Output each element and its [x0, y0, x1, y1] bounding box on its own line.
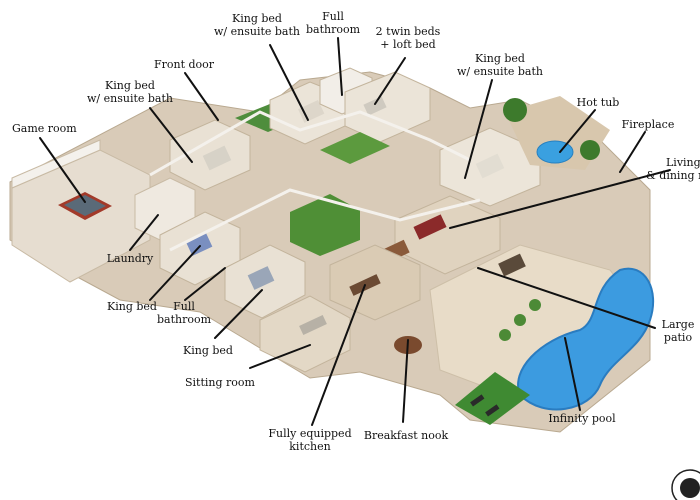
- sofa: [299, 314, 327, 336]
- bed-3: [475, 153, 505, 179]
- palm-2: [580, 140, 600, 160]
- label-king-bed-5: King bed: [183, 344, 233, 357]
- label-game-room: Game room: [12, 122, 77, 135]
- shrub-3: [529, 299, 541, 311]
- leader-game-room: [39, 137, 86, 203]
- leader-full-bath-top: [337, 37, 343, 96]
- leader-full-bath-bottom: [184, 267, 226, 301]
- label-infinity-pool: Infinity pool: [548, 412, 616, 425]
- bed-4: [185, 232, 213, 256]
- label-front-door: Front door: [153, 58, 215, 71]
- leader-laundry: [129, 214, 159, 251]
- label-laundry: Laundry: [106, 252, 154, 265]
- label-hot-tub: Hot tub: [576, 96, 620, 109]
- shrub-2: [499, 329, 511, 341]
- lounger-1: [470, 394, 485, 407]
- leader-king-bed-2: [269, 44, 309, 121]
- living-sofa: [413, 214, 447, 240]
- lawn: [455, 372, 530, 425]
- leader-living: [449, 169, 671, 229]
- bed-1: [202, 145, 232, 171]
- shrub-1: [514, 314, 526, 326]
- game-room-wall: [11, 139, 101, 189]
- leader-infinity-pool: [564, 337, 581, 411]
- leader-king-bed-5: [214, 289, 263, 339]
- leader-king-bed-4: [149, 245, 201, 301]
- house-floorplan: [9, 67, 655, 433]
- interior-walls: [149, 110, 471, 177]
- courtyard-1: [320, 132, 390, 164]
- label-sitting-room: Sitting room: [185, 376, 255, 389]
- label-twin-beds: 2 twin beds+ loft bed: [375, 25, 441, 51]
- label-living: Living& dining ro: [646, 156, 700, 182]
- bed-5: [247, 266, 275, 290]
- bed-2: [298, 100, 325, 123]
- patio-table: [498, 253, 526, 277]
- game-table-top: [64, 195, 106, 216]
- leader-breakfast-nook: [402, 339, 409, 423]
- leader-twin-beds: [374, 57, 406, 105]
- leader-kitchen: [311, 284, 366, 426]
- leader-sitting-room: [249, 344, 311, 369]
- label-breakfast-nook: Breakfast nook: [363, 429, 449, 442]
- leader-lines: [39, 37, 671, 426]
- infinity-pool: [517, 267, 655, 411]
- logo-seal: [671, 469, 700, 500]
- interior-walls-2: [169, 188, 481, 252]
- palm-1: [503, 98, 527, 122]
- leader-front-door: [184, 72, 219, 121]
- leader-hot-tub: [559, 109, 596, 153]
- label-king-bed-4: King bed: [107, 300, 157, 313]
- twin-bed: [363, 96, 387, 116]
- leader-fireplace: [619, 131, 646, 173]
- label-fireplace: Fireplace: [621, 118, 675, 131]
- leader-large-patio: [477, 267, 656, 329]
- courtyard-2: [290, 194, 360, 256]
- leader-king-bed-3: [464, 79, 493, 179]
- lounger-2: [485, 404, 500, 417]
- leader-king-bed-1: [149, 107, 193, 163]
